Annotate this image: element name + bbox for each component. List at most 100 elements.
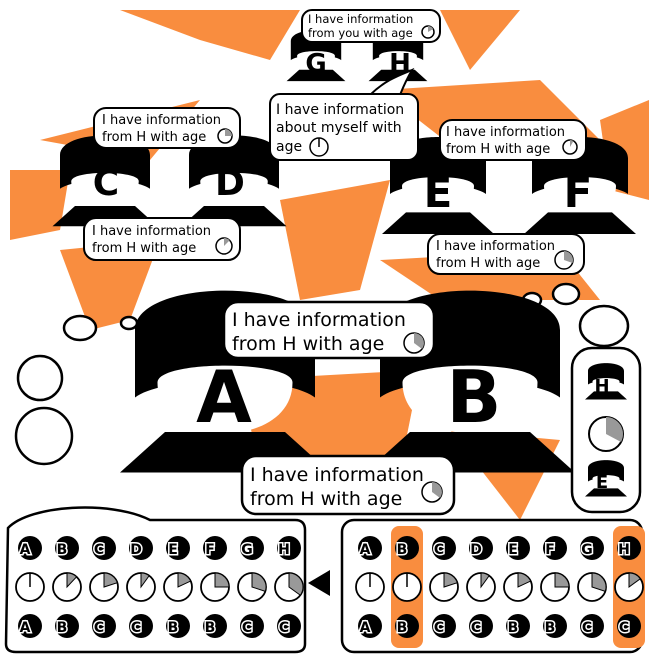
side-label-top: H bbox=[594, 376, 609, 397]
speech-bubble-e-bottom: I have information from H with age bbox=[427, 233, 585, 275]
letter-a: A bbox=[196, 355, 252, 439]
bubble-line: I have information bbox=[308, 12, 413, 26]
head-icon bbox=[617, 536, 641, 560]
header-label: F bbox=[545, 542, 555, 558]
svg-text:I have information: I have information bbox=[92, 224, 211, 239]
svg-text:from you with age: from you with age bbox=[308, 26, 413, 40]
head-icon bbox=[469, 614, 493, 638]
head-pair-mid-right: E F bbox=[382, 137, 636, 234]
head-icon bbox=[432, 614, 456, 638]
header-label: A bbox=[20, 542, 31, 558]
head-icon bbox=[92, 614, 116, 638]
source-label: C bbox=[242, 620, 252, 636]
head-icon bbox=[240, 536, 264, 560]
bubble-line: I have information bbox=[250, 464, 424, 486]
bubble-line: I have information bbox=[276, 102, 404, 118]
source-label: B bbox=[508, 620, 519, 636]
side-label-bottom: E bbox=[596, 472, 608, 493]
head-icon bbox=[55, 614, 79, 638]
header-label: D bbox=[130, 542, 142, 558]
source-label: C bbox=[434, 620, 444, 636]
age-clock-icon bbox=[274, 572, 304, 602]
head-icon bbox=[18, 614, 42, 638]
svg-text:I have information: I have information bbox=[308, 12, 413, 26]
age-clock-icon bbox=[309, 137, 329, 157]
age-clock-icon bbox=[403, 332, 425, 354]
speech-bubble-h-self: I have information about myself with age bbox=[269, 67, 419, 161]
header-label: B bbox=[397, 542, 408, 558]
head-icon bbox=[240, 614, 264, 638]
bubble-line: I have information bbox=[232, 309, 406, 331]
head-icon bbox=[395, 536, 419, 560]
source-label: B bbox=[57, 620, 68, 636]
right-arrow-icon bbox=[308, 570, 330, 596]
age-clock-icon bbox=[588, 416, 624, 452]
svg-text:from H with age: from H with age bbox=[102, 130, 206, 145]
head-icon bbox=[277, 614, 301, 638]
head-icon bbox=[395, 614, 419, 638]
letter-f: F bbox=[564, 168, 593, 217]
header-label: F bbox=[205, 542, 215, 558]
age-clock-icon bbox=[217, 128, 233, 144]
head-icon bbox=[543, 536, 567, 560]
head-icon bbox=[166, 614, 190, 638]
speech-bubble-c-bottom: I have information from H with age bbox=[83, 217, 241, 261]
age-clock-icon bbox=[562, 139, 578, 155]
head-icon bbox=[203, 614, 227, 638]
age-clock-icon bbox=[577, 572, 607, 602]
svg-text:I have information: I have information bbox=[232, 309, 406, 331]
header-label: C bbox=[94, 542, 104, 558]
header-label: A bbox=[360, 542, 371, 558]
bubble-line: from H with age bbox=[92, 241, 196, 256]
head-pair-top: G H bbox=[286, 30, 428, 82]
head-icon bbox=[358, 536, 382, 560]
speech-bubble-a-bottom: I have information from H with age bbox=[240, 454, 456, 516]
header-label: B bbox=[57, 542, 68, 558]
bubble-line: from H with age bbox=[436, 256, 540, 271]
source-label: C bbox=[131, 620, 141, 636]
head-icon bbox=[358, 614, 382, 638]
source-label: A bbox=[20, 620, 31, 636]
source-label: A bbox=[360, 620, 371, 636]
age-clock-icon bbox=[163, 572, 193, 602]
head-icon bbox=[617, 614, 641, 638]
bubble-line: from you with age bbox=[308, 26, 413, 40]
source-label: C bbox=[279, 620, 289, 636]
bubble-line: I have information bbox=[436, 239, 555, 254]
letter-h: H bbox=[389, 49, 411, 79]
age-clock-icon bbox=[355, 572, 385, 602]
svg-text:I have information: I have information bbox=[250, 464, 424, 486]
header-label: H bbox=[618, 542, 630, 558]
age-clock-icon bbox=[200, 572, 230, 602]
letter-e: E bbox=[424, 168, 453, 217]
age-clock-icon bbox=[421, 481, 443, 503]
source-label: C bbox=[582, 620, 592, 636]
header-label: G bbox=[581, 542, 593, 558]
source-label: C bbox=[94, 620, 104, 636]
head-icon bbox=[543, 614, 567, 638]
head-icon bbox=[469, 536, 493, 560]
letter-d: D bbox=[215, 163, 245, 204]
age-clock-icon bbox=[540, 572, 570, 602]
source-label: B bbox=[168, 620, 179, 636]
head-icon bbox=[277, 536, 301, 560]
header-label: C bbox=[434, 542, 444, 558]
svg-text:from H with age: from H with age bbox=[446, 142, 550, 157]
speech-bubble-g-to-h: I have information from you with age bbox=[301, 9, 441, 43]
source-label: C bbox=[471, 620, 481, 636]
source-label: C bbox=[619, 620, 629, 636]
bubble-line: about myself with bbox=[276, 120, 402, 136]
age-clock-icon bbox=[614, 572, 644, 602]
thought-circles bbox=[14, 282, 630, 466]
head-icon bbox=[432, 536, 456, 560]
bubble-line: I have information bbox=[92, 224, 211, 239]
source-label: B bbox=[545, 620, 556, 636]
speech-bubble-c-top: I have information from H with age bbox=[93, 107, 241, 149]
svg-text:I have information: I have information bbox=[446, 125, 565, 140]
age-clock-icon bbox=[503, 572, 533, 602]
side-panel: H E bbox=[570, 346, 642, 514]
head-icon bbox=[580, 614, 604, 638]
age-clock-icon bbox=[554, 250, 574, 270]
